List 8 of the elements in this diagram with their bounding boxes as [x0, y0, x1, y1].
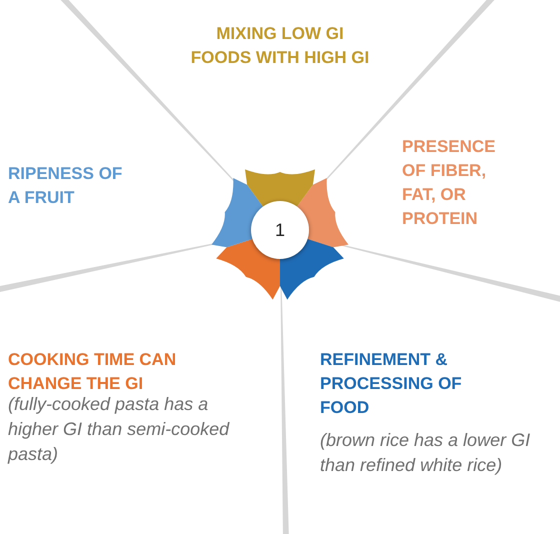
example-note: (brown rice has a lower GI than refined white rice): [320, 429, 532, 477]
section-heading: RIPENESS OF A FRUIT: [8, 163, 124, 209]
section-heading: PRESENCE OF FIBER, FAT, OR PROTEIN: [402, 136, 497, 230]
center-number: 1: [274, 220, 285, 240]
section-heading: MIXING LOW GI FOODS WITH HIGH GI: [190, 23, 370, 69]
section-heading: COOKING TIME CAN CHANGE THE GI: [8, 349, 178, 395]
section-heading: REFINEMENT & PROCESSING OF FOOD: [320, 349, 463, 419]
example-note: (fully-cooked pasta has a higher GI than semi-cooked pasta): [8, 393, 230, 466]
